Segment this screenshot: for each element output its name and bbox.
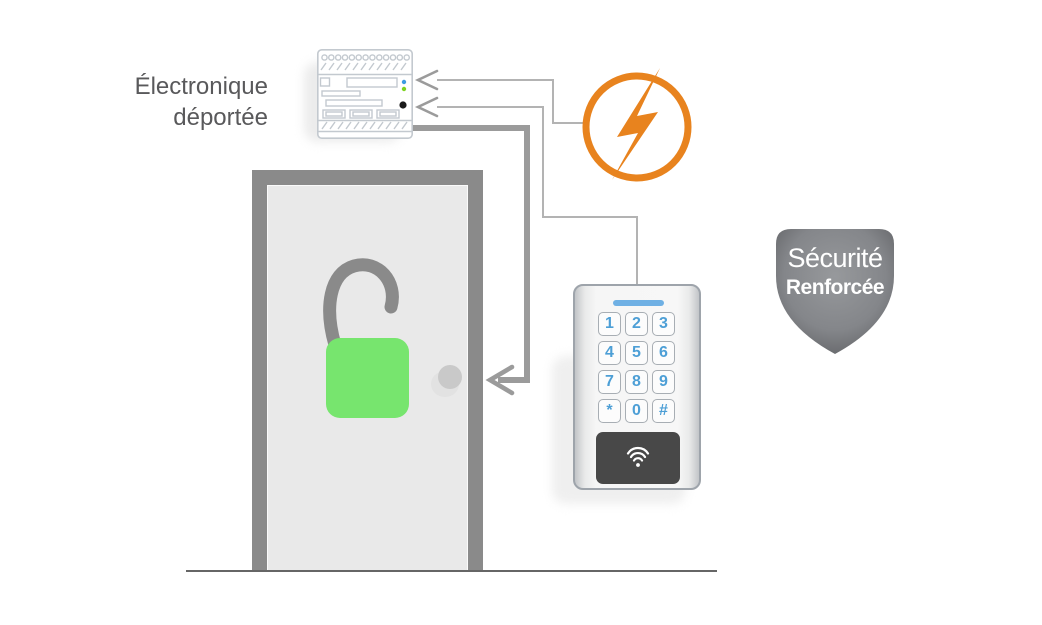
door-handle [438,365,462,389]
remote-electronics-label: Électronique déportée [60,71,268,133]
keypad-key-5: 5 [625,341,648,365]
arrow-into-door [485,364,515,396]
open-padlock-body-icon [326,338,409,418]
module-led-green [401,86,407,92]
ground-line [186,570,717,572]
din-rail-module-icon [317,49,413,139]
keypad-key-1: 1 [598,312,621,336]
badge-label-line2: Renforcée [785,276,885,299]
remote-electronics-label-line2: déportée [173,104,268,131]
arrow-into-module-top [414,69,439,91]
module-face-details [318,77,412,122]
keypad-key-6: 6 [652,341,675,365]
wire-module-to-lock [412,125,530,383]
keypad-keys: 1 2 3 4 5 6 7 8 9 * 0 # [598,312,675,423]
keypad-status-led [613,300,664,306]
keypad-key-2: 2 [625,312,648,336]
keypad-key-8: 8 [625,370,648,394]
remote-electronics-label-line1: Électronique [134,73,268,100]
keypad-device: 1 2 3 4 5 6 7 8 9 * 0 # [573,284,701,490]
keypad-key-7: 7 [598,370,621,394]
keypad-key-9: 9 [652,370,675,394]
keypad-key-star: * [598,399,621,423]
badge-label-line1: Sécurité [787,243,883,273]
module-led-blue [401,79,407,85]
security-shield-badge [776,229,894,354]
keypad-key-3: 3 [652,312,675,336]
wire-keypad-to-module [437,106,638,284]
arrow-into-module-bottom [414,96,439,118]
rfid-reader-panel [596,432,680,484]
keypad-key-hash: # [652,399,675,423]
module-button [399,101,407,109]
module-top-terminals [318,54,412,76]
open-padlock-shackle-icon [323,258,399,352]
wire-power-to-module [437,79,584,124]
keypad-key-0: 0 [625,399,648,423]
power-lightning-icon [582,68,692,182]
module-bottom-terminals [318,121,412,133]
contactless-wifi-icon [626,446,650,467]
keypad-key-4: 4 [598,341,621,365]
